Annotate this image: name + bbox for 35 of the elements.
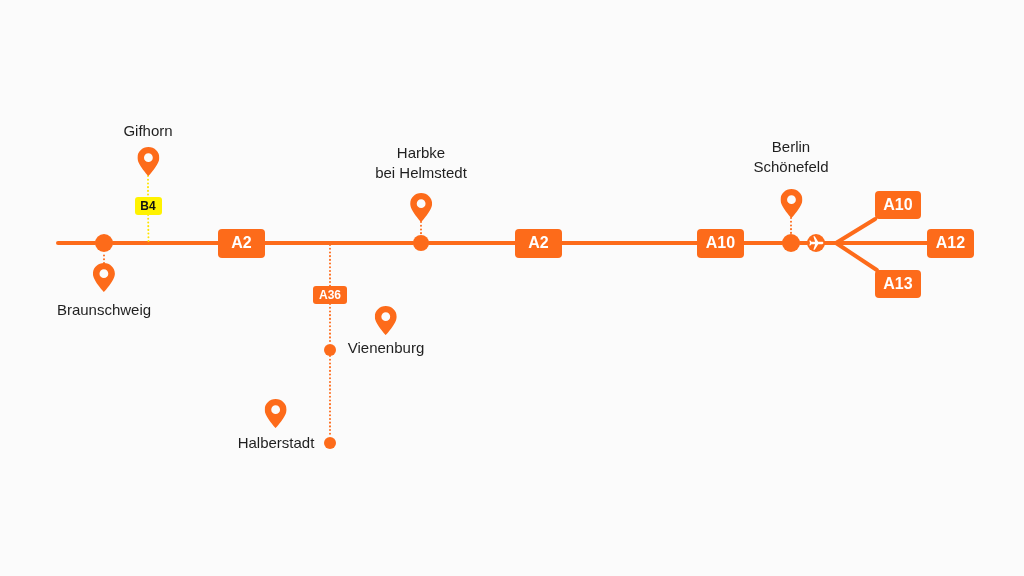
road-sign: A36 [313, 286, 347, 304]
road-line [56, 241, 97, 245]
junction-dot [95, 234, 113, 252]
airplane-icon [807, 234, 825, 252]
road-line [111, 241, 220, 245]
road-line [560, 241, 699, 245]
road-line [823, 241, 879, 272]
road-sign: A2 [515, 228, 562, 258]
road-sign: A10 [875, 191, 921, 219]
place-name: Berlin Schönefeld [753, 137, 829, 177]
road-line [742, 241, 784, 245]
place-name: Braunschweig [56, 300, 152, 320]
place-name: Vienenburg [347, 338, 425, 358]
road-line [263, 241, 415, 245]
dotted-line [329, 244, 331, 287]
dotted-line [790, 217, 792, 235]
road-line [427, 241, 517, 245]
road-sign: A10 [697, 228, 744, 258]
place-name: Gifhorn [123, 121, 173, 141]
dotted-line [147, 175, 149, 198]
road-sign: A12 [927, 228, 974, 258]
junction-dot [324, 437, 336, 449]
road-sign: A2 [218, 228, 265, 258]
junction-dot [324, 344, 336, 356]
dotted-line [329, 355, 331, 438]
place-name: Harbke bei Helmstedt [375, 143, 467, 183]
dotted-line [420, 221, 422, 236]
dotted-line [147, 214, 150, 242]
place-name: Halberstadt [237, 433, 315, 453]
dotted-line [329, 303, 331, 345]
road-sign: A13 [875, 270, 921, 298]
road-line [798, 241, 809, 245]
junction-dot [413, 235, 429, 251]
junction-dot [782, 234, 800, 252]
road-sign: B4 [134, 197, 162, 215]
